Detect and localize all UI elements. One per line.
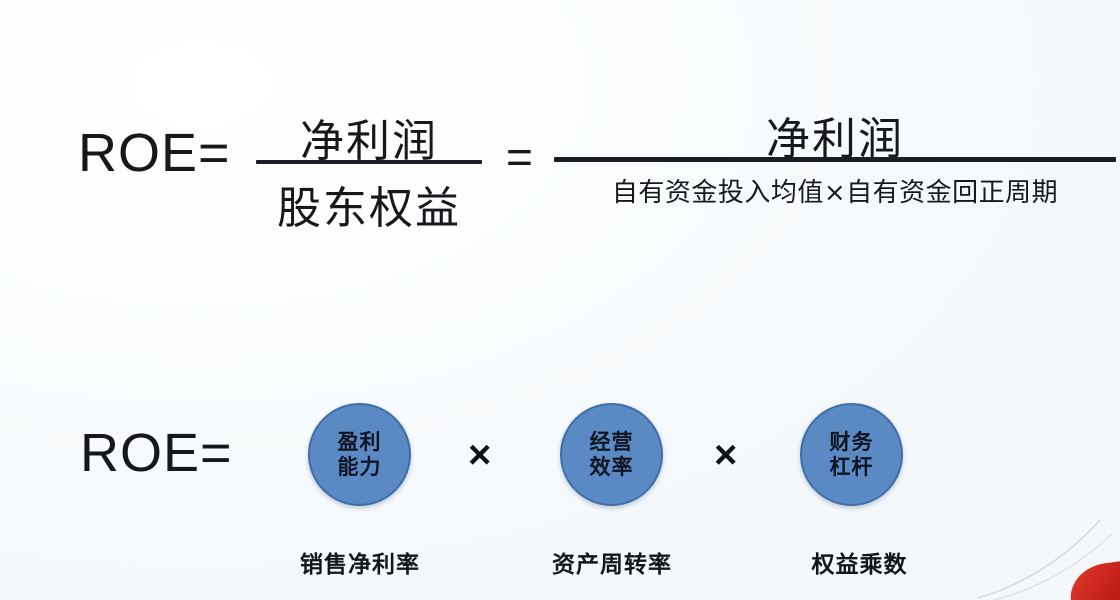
circle-2-line-1: 财务 xyxy=(829,429,874,454)
fraction-right-numerator: 净利润 xyxy=(766,114,904,165)
multiply-symbol-2: × xyxy=(714,433,738,477)
factor-circle-profitability[interactable]: 盈利 能力 xyxy=(308,403,411,506)
roe-label-top: ROE= xyxy=(78,123,231,183)
multiply-symbol-1: × xyxy=(468,433,492,477)
factor-caption-equity-multiplier: 权益乘数 xyxy=(811,552,908,578)
fraction-left-denominator: 股东权益 xyxy=(277,183,461,234)
corner-decoration-red-shape xyxy=(1066,559,1120,600)
circle-0-line-2: 能力 xyxy=(337,454,382,479)
factor-caption-asset-turnover: 资产周转率 xyxy=(552,552,672,578)
equals-sign-middle: = xyxy=(506,131,533,183)
circle-1-line-1: 经营 xyxy=(589,429,634,454)
circle-0-line-1: 盈利 xyxy=(337,429,382,454)
fraction-right-bar xyxy=(554,157,1116,162)
factor-circle-financial-leverage[interactable]: 财务 杠杆 xyxy=(800,403,903,506)
fraction-left-bar xyxy=(256,160,482,164)
circle-2-line-2: 杠杆 xyxy=(829,454,874,479)
fraction-right-denominator: 自有资金投入均值×自有资金回正周期 xyxy=(611,178,1059,208)
corner-decoration-lines xyxy=(977,519,1113,600)
factor-caption-net-profit-margin: 销售净利率 xyxy=(300,552,420,578)
roe-label-bottom: ROE= xyxy=(80,423,233,483)
factor-circle-operating-efficiency[interactable]: 经营 效率 xyxy=(560,403,663,506)
circle-1-line-2: 效率 xyxy=(589,454,634,479)
fraction-left-numerator: 净利润 xyxy=(300,116,438,167)
